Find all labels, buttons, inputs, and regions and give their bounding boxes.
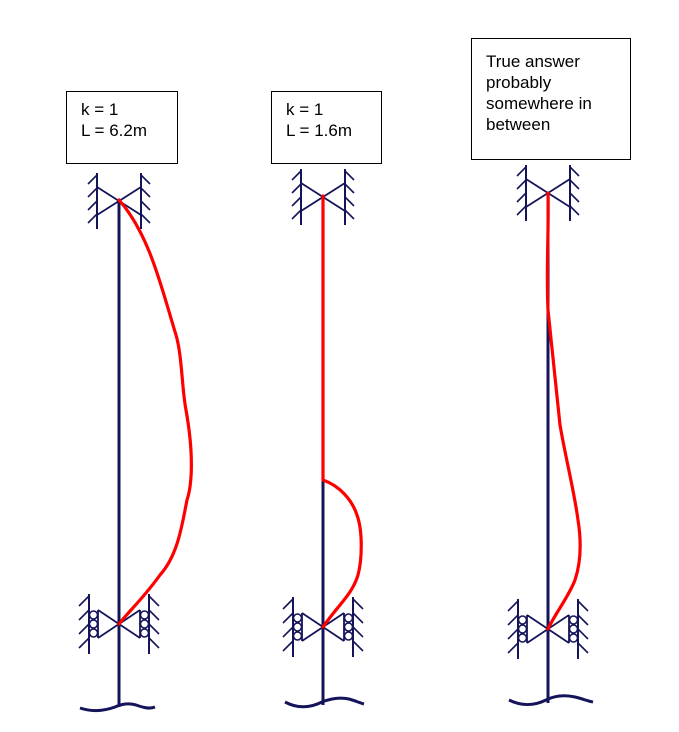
column-middle-label-box: k = 1 L = 1.6m <box>271 91 382 164</box>
column-right-label-line-3: somewhere in <box>486 94 592 113</box>
column-left-label-line-2: L = 6.2m <box>81 121 147 140</box>
column-left-label-box: k = 1 L = 6.2m <box>66 91 178 164</box>
column-right-label-line-1: True answer <box>486 52 580 71</box>
column-right-ground <box>508 694 594 706</box>
column-middle <box>282 168 365 709</box>
column-left-label-line-1: k = 1 <box>81 100 119 119</box>
column-right-buckled-shape <box>545 191 582 631</box>
column-middle-label-line-2: L = 1.6m <box>286 121 352 140</box>
column-left-ground <box>79 702 156 712</box>
column-left-buckled-shape <box>117 198 193 626</box>
column-left <box>78 172 193 712</box>
column-middle-buckled-shape <box>321 194 363 629</box>
column-right-label-line-2: probably <box>486 73 552 92</box>
column-right-label-box: True answer probably somewhere in betwee… <box>471 38 631 160</box>
column-middle-label-line-1: k = 1 <box>286 100 324 119</box>
column-right-label-line-4: between <box>486 115 551 134</box>
column-right <box>507 164 594 706</box>
column-middle-ground <box>284 696 365 709</box>
